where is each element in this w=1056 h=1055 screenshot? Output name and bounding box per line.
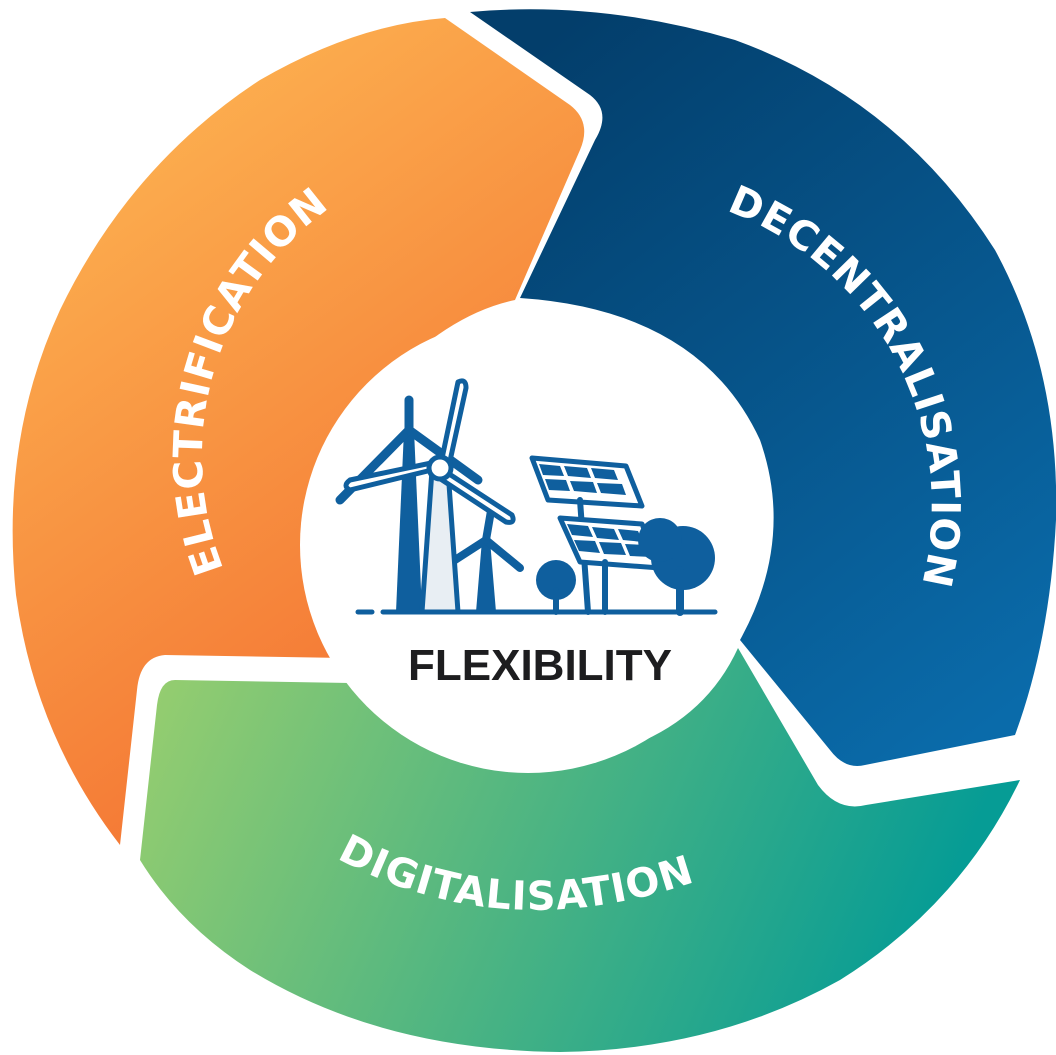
center-label: FLEXIBILITY xyxy=(408,641,672,690)
digitalisation-segment xyxy=(140,648,1020,1052)
wind-turbines-solar-panels-trees-icon xyxy=(335,378,718,616)
electrification-segment xyxy=(12,18,585,845)
decentralisation-segment xyxy=(470,9,1056,766)
